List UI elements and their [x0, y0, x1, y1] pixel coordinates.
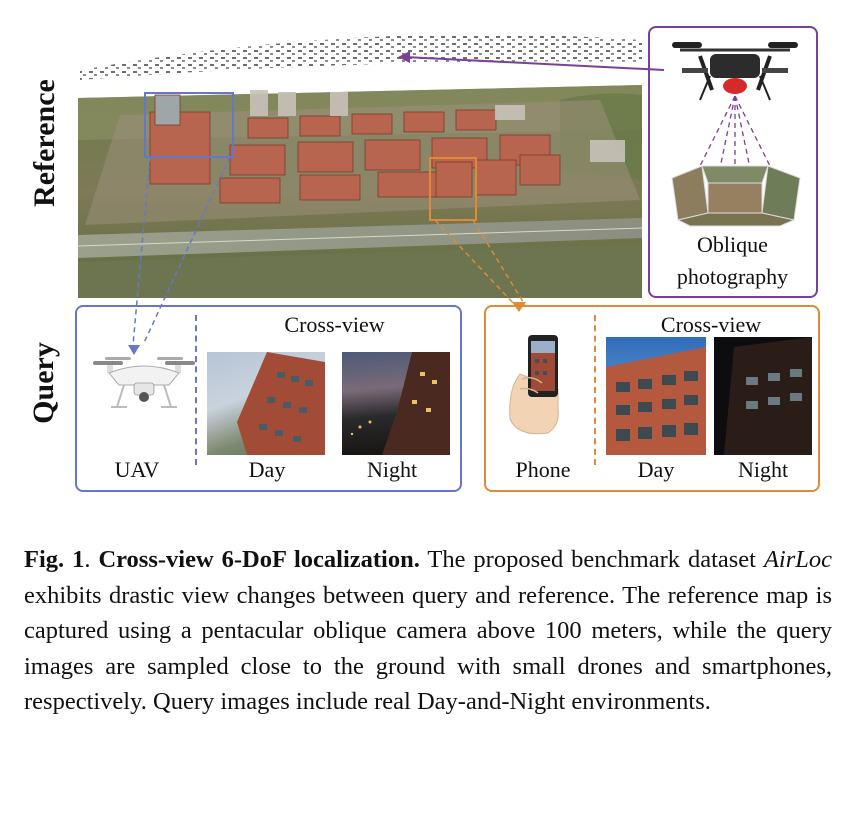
uav-day-image — [207, 352, 325, 455]
phone-cross-view-label: Cross-view — [660, 312, 762, 337]
uav-highlight-box — [144, 92, 234, 158]
uav-divider — [195, 315, 197, 465]
figure-1: Reference Query — [27, 26, 820, 492]
phone-night-label: Night — [737, 457, 789, 482]
oblique-drone-icon — [671, 42, 801, 227]
caption-sep: . — [84, 546, 99, 573]
uav-label: UAV — [114, 457, 160, 482]
query-uav-panel: Cross-view UAV Day N — [75, 305, 462, 492]
phone-day-label: Day — [637, 457, 675, 482]
caption-dataset-name: AirLoc — [763, 546, 832, 573]
caption-fig-label: Fig. 1 — [24, 546, 85, 573]
oblique-label-line1: Oblique — [697, 232, 768, 257]
oblique-photography-panel: Oblique photography — [648, 26, 818, 298]
uav-cross-view-label: Cross-view — [284, 312, 385, 337]
uav-night-label: Night — [366, 457, 418, 482]
reference-3d-map — [77, 34, 665, 355]
phone-day-image — [606, 337, 706, 455]
query-phone-panel: Cross-view Phone Day Night — [484, 305, 820, 492]
phone-label: Phone — [515, 457, 571, 482]
campus-buildings — [77, 90, 643, 298]
oblique-label-line2: photography — [676, 264, 789, 289]
uav-link-lines — [132, 156, 231, 346]
phone-night-image — [714, 337, 812, 455]
caption-text-a: The proposed benchmark dataset — [419, 546, 764, 573]
figure-caption: Fig. 1. Cross-view 6-DoF localization. T… — [24, 542, 832, 720]
phone-in-hand-icon — [509, 335, 559, 435]
phone-highlight-box — [429, 157, 477, 221]
caption-text-b: exhibits drastic view changes between qu… — [24, 581, 832, 716]
camera-poses-cloud — [80, 34, 642, 80]
uav-drone-icon — [93, 357, 195, 408]
phone-link-lines — [434, 219, 526, 306]
oblique-arrow-line — [404, 56, 665, 71]
caption-title: Cross-view 6-DoF localization. — [98, 546, 420, 573]
phone-divider — [594, 315, 596, 465]
uav-day-label: Day — [248, 457, 286, 482]
uav-night-image — [342, 352, 450, 455]
